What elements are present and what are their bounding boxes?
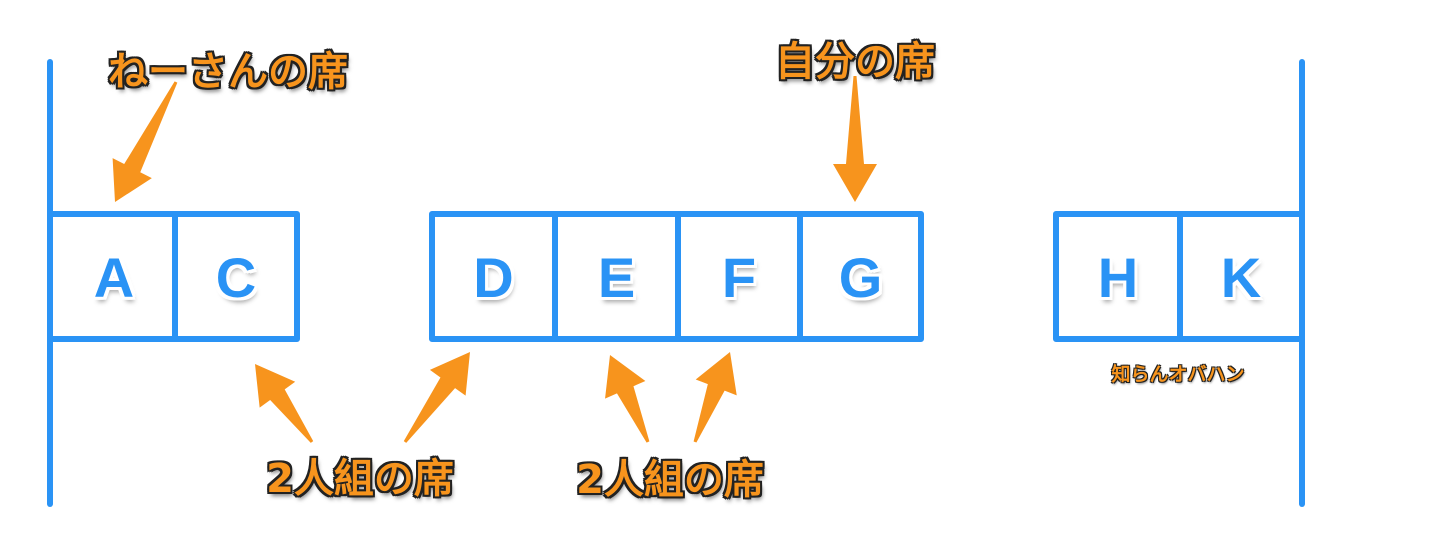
pair-seats-label-1: 2人組の席 bbox=[266, 456, 454, 502]
seat-g: G bbox=[838, 245, 883, 309]
seat-h: H bbox=[1097, 245, 1139, 309]
seat-e: E bbox=[597, 245, 636, 309]
seat-c: C bbox=[215, 245, 257, 309]
arrow-icon bbox=[255, 364, 314, 443]
seat-f: F bbox=[721, 245, 757, 309]
arrow-icon bbox=[693, 352, 737, 443]
seat-d: D bbox=[473, 245, 514, 309]
arrow-icon bbox=[403, 352, 470, 443]
sister-seat-label: ねーさんの席 bbox=[108, 49, 348, 95]
arrow-icon bbox=[605, 355, 650, 443]
seat-a: A bbox=[93, 245, 135, 309]
stranger-label: 知らんオバハン bbox=[1111, 363, 1245, 386]
seat-k: K bbox=[1220, 245, 1262, 309]
pair-seats-label-2: 2人組の席 bbox=[576, 457, 764, 503]
arrow-icon bbox=[833, 76, 877, 202]
arrow-icon bbox=[112, 81, 178, 202]
my-seat-label: 自分の席 bbox=[775, 39, 935, 85]
